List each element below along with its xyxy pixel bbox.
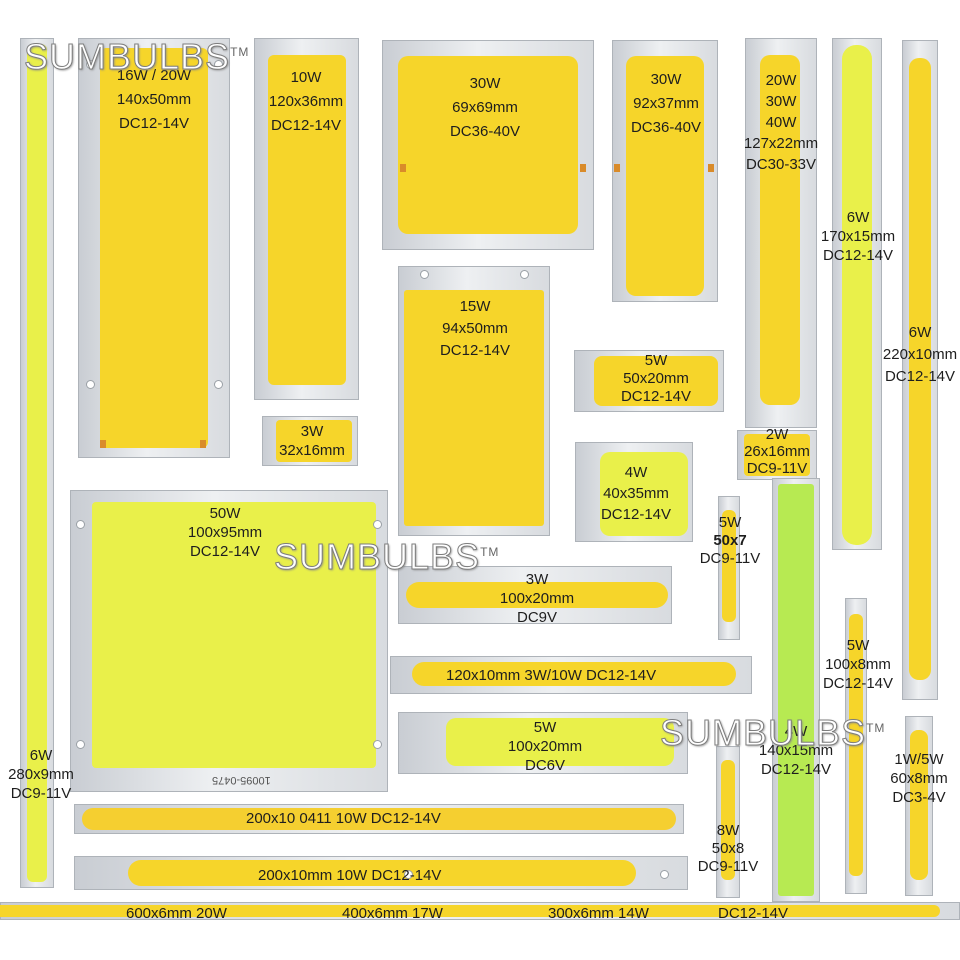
led-strip-200x10mm-phosphor bbox=[128, 860, 636, 886]
mount-hole bbox=[76, 740, 85, 749]
solder-pad bbox=[100, 440, 106, 448]
led-strip-170x15-phosphor bbox=[842, 45, 872, 545]
mount-hole bbox=[86, 60, 95, 69]
led-strip-1w-60x8-phosphor bbox=[910, 730, 928, 880]
brand-watermark: SUMBULBSTM bbox=[273, 536, 500, 578]
cob-2w-phosphor bbox=[744, 434, 810, 476]
led-strip-220x10-phosphor bbox=[909, 58, 931, 680]
label-200x10-0411: 200x10 0411 10W DC12-14V bbox=[246, 810, 441, 827]
led-strip-600x6-phosphor bbox=[0, 905, 940, 917]
solder-pad bbox=[708, 164, 714, 172]
led-strip-5w-50x7-phosphor bbox=[722, 510, 736, 622]
cob-5w-100x20-phosphor bbox=[446, 718, 674, 766]
solder-pad bbox=[400, 164, 406, 172]
label-300x6: 300x6mm 14W bbox=[548, 905, 649, 922]
cob-20w-phosphor bbox=[760, 55, 800, 405]
cob-5w-50x20-phosphor bbox=[594, 356, 718, 406]
led-strip-200x10-0411-phosphor bbox=[82, 808, 676, 830]
led-strip-8w-50x8-phosphor bbox=[721, 760, 735, 880]
mount-hole bbox=[373, 520, 382, 529]
led-strip-120x10-phosphor bbox=[412, 662, 736, 686]
cob-4w-40x35-phosphor bbox=[600, 452, 688, 536]
mount-hole bbox=[520, 270, 529, 279]
mount-hole bbox=[76, 520, 85, 529]
solder-pad bbox=[614, 164, 620, 172]
label-600x6: 600x6mm 20W bbox=[126, 905, 227, 922]
cob-30w-rect-phosphor bbox=[626, 56, 704, 296]
mount-hole bbox=[373, 740, 382, 749]
label-200x10mm: 200x10mm 10W DC12-14V bbox=[258, 867, 442, 884]
cob-30w-square-phosphor bbox=[398, 56, 578, 234]
cob-3w-100x20-phosphor bbox=[406, 582, 668, 608]
cob-16w-phosphor bbox=[100, 48, 208, 448]
cob-50w-phosphor bbox=[92, 502, 376, 768]
mount-hole bbox=[214, 60, 223, 69]
cob-3w-32x16-phosphor bbox=[276, 420, 352, 462]
label-400x6: 400x6mm 17W bbox=[342, 905, 443, 922]
label-120x10: 120x10mm 3W/10W DC12-14V bbox=[446, 667, 657, 684]
brand-watermark: SUMBULBSTM bbox=[659, 712, 886, 754]
pcb-code-marking: 10095-0475 bbox=[212, 774, 271, 786]
brand-watermark: SUMBULBSTM bbox=[23, 36, 250, 78]
mount-hole bbox=[660, 870, 669, 879]
label-bottom-voltage: DC12-14V bbox=[718, 905, 789, 922]
led-strip-280x9-phosphor bbox=[27, 44, 47, 882]
mount-hole bbox=[420, 270, 429, 279]
solder-pad bbox=[580, 164, 586, 172]
mount-hole bbox=[214, 380, 223, 389]
cob-10w-phosphor bbox=[268, 55, 346, 385]
mount-hole bbox=[86, 380, 95, 389]
solder-pad bbox=[200, 440, 206, 448]
mount-hole bbox=[404, 870, 413, 879]
cob-15w-phosphor bbox=[404, 290, 544, 526]
led-strip-4w-140x15-phosphor bbox=[778, 484, 814, 896]
led-strip-5w-100x8-phosphor bbox=[849, 614, 863, 876]
